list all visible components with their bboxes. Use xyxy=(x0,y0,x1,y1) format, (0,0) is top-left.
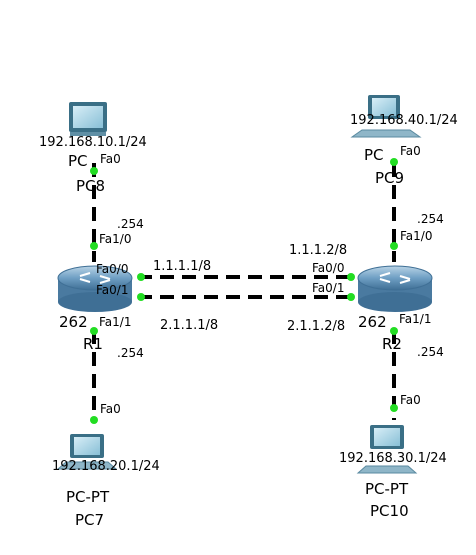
pc7-port-label: Fa0 xyxy=(100,402,121,416)
pc9-ip-label: 192.168.40.1/24 xyxy=(350,113,458,128)
pc10-icon[interactable] xyxy=(356,425,418,474)
status-dot-pc9-fa0 xyxy=(390,158,398,166)
pc10-model-label: PC-PT xyxy=(365,480,409,498)
pc8-ip-label: 192.168.10.1/24 xyxy=(39,135,147,150)
r2-model-label: 262 xyxy=(358,313,387,331)
pc10-port-label: Fa0 xyxy=(400,393,421,407)
r1-fa0-1-ip-label: 2.1.1.1/8 xyxy=(160,318,218,333)
pc8-port-label: Fa0 xyxy=(100,152,121,166)
pc9-name-label: PC9 xyxy=(375,169,404,187)
status-dot-r1-fa1-1 xyxy=(90,327,98,335)
r2-fa0-1-ip-label: 2.1.1.2/8 xyxy=(287,319,345,334)
r2-name-label: R2 xyxy=(382,335,402,353)
router-r2-icon[interactable] xyxy=(357,265,433,312)
status-dot-r2-fa1-0 xyxy=(390,242,398,250)
link-status-dots xyxy=(90,158,398,424)
r2-fa1-1-port-label: Fa1/1 xyxy=(399,312,431,326)
pc10-name-label: PC10 xyxy=(370,502,409,520)
r1-fa0-1-port-label: Fa0/1 xyxy=(96,283,128,297)
status-dot-pc10-fa0 xyxy=(390,404,398,412)
r1-fa1-0-port-label: Fa1/0 xyxy=(99,232,131,246)
status-dot-r1-fa1-0 xyxy=(90,242,98,250)
r2-fa1-0-port-label: Fa1/0 xyxy=(400,229,432,243)
r1-name-label: R1 xyxy=(83,335,103,353)
status-dot-pc8-fa0 xyxy=(90,167,98,175)
status-dot-r1-fa0-0 xyxy=(137,273,145,281)
r1-fa0-0-ip-label: 1.1.1.1/8 xyxy=(153,259,211,274)
r1-model-label: 262 xyxy=(59,313,88,331)
r1-fa1-1-ip-label: .254 xyxy=(117,346,144,360)
r1-fa1-0-ip-label: .254 xyxy=(117,217,144,231)
r2-fa1-1-ip-label: .254 xyxy=(417,345,444,359)
r2-fa0-1-port-label: Fa0/1 xyxy=(312,281,344,295)
pc7-name-label: PC7 xyxy=(75,511,104,529)
pc8-name-label: PC8 xyxy=(76,177,105,195)
status-dot-r2-fa0-0 xyxy=(347,273,355,281)
pc7-ip-label: 192.168.20.1/24 xyxy=(52,459,160,474)
pc7-icon[interactable] xyxy=(56,434,118,470)
status-dot-r1-fa0-1 xyxy=(137,293,145,301)
r2-fa1-0-ip-label: .254 xyxy=(417,212,444,226)
pc7-model-label: PC-PT xyxy=(66,488,110,506)
pc9-port-label: Fa0 xyxy=(400,144,421,158)
pc9-model-label: PC xyxy=(364,146,384,164)
pc9-icon[interactable] xyxy=(350,95,422,138)
status-dot-pc7-fa0 xyxy=(90,416,98,424)
r2-fa0-0-ip-label: 1.1.1.2/8 xyxy=(289,243,347,258)
pc8-icon[interactable] xyxy=(69,102,107,136)
router-r1-icon[interactable] xyxy=(57,265,133,312)
status-dot-r2-fa0-1 xyxy=(347,293,355,301)
r1-fa0-0-port-label: Fa0/0 xyxy=(96,262,128,276)
pc10-ip-label: 192.168.30.1/24 xyxy=(339,451,447,466)
r1-fa1-1-port-label: Fa1/1 xyxy=(99,315,131,329)
status-dot-r2-fa1-1 xyxy=(390,327,398,335)
r2-fa0-0-port-label: Fa0/0 xyxy=(312,261,344,275)
pc8-model-label: PC xyxy=(68,152,88,170)
